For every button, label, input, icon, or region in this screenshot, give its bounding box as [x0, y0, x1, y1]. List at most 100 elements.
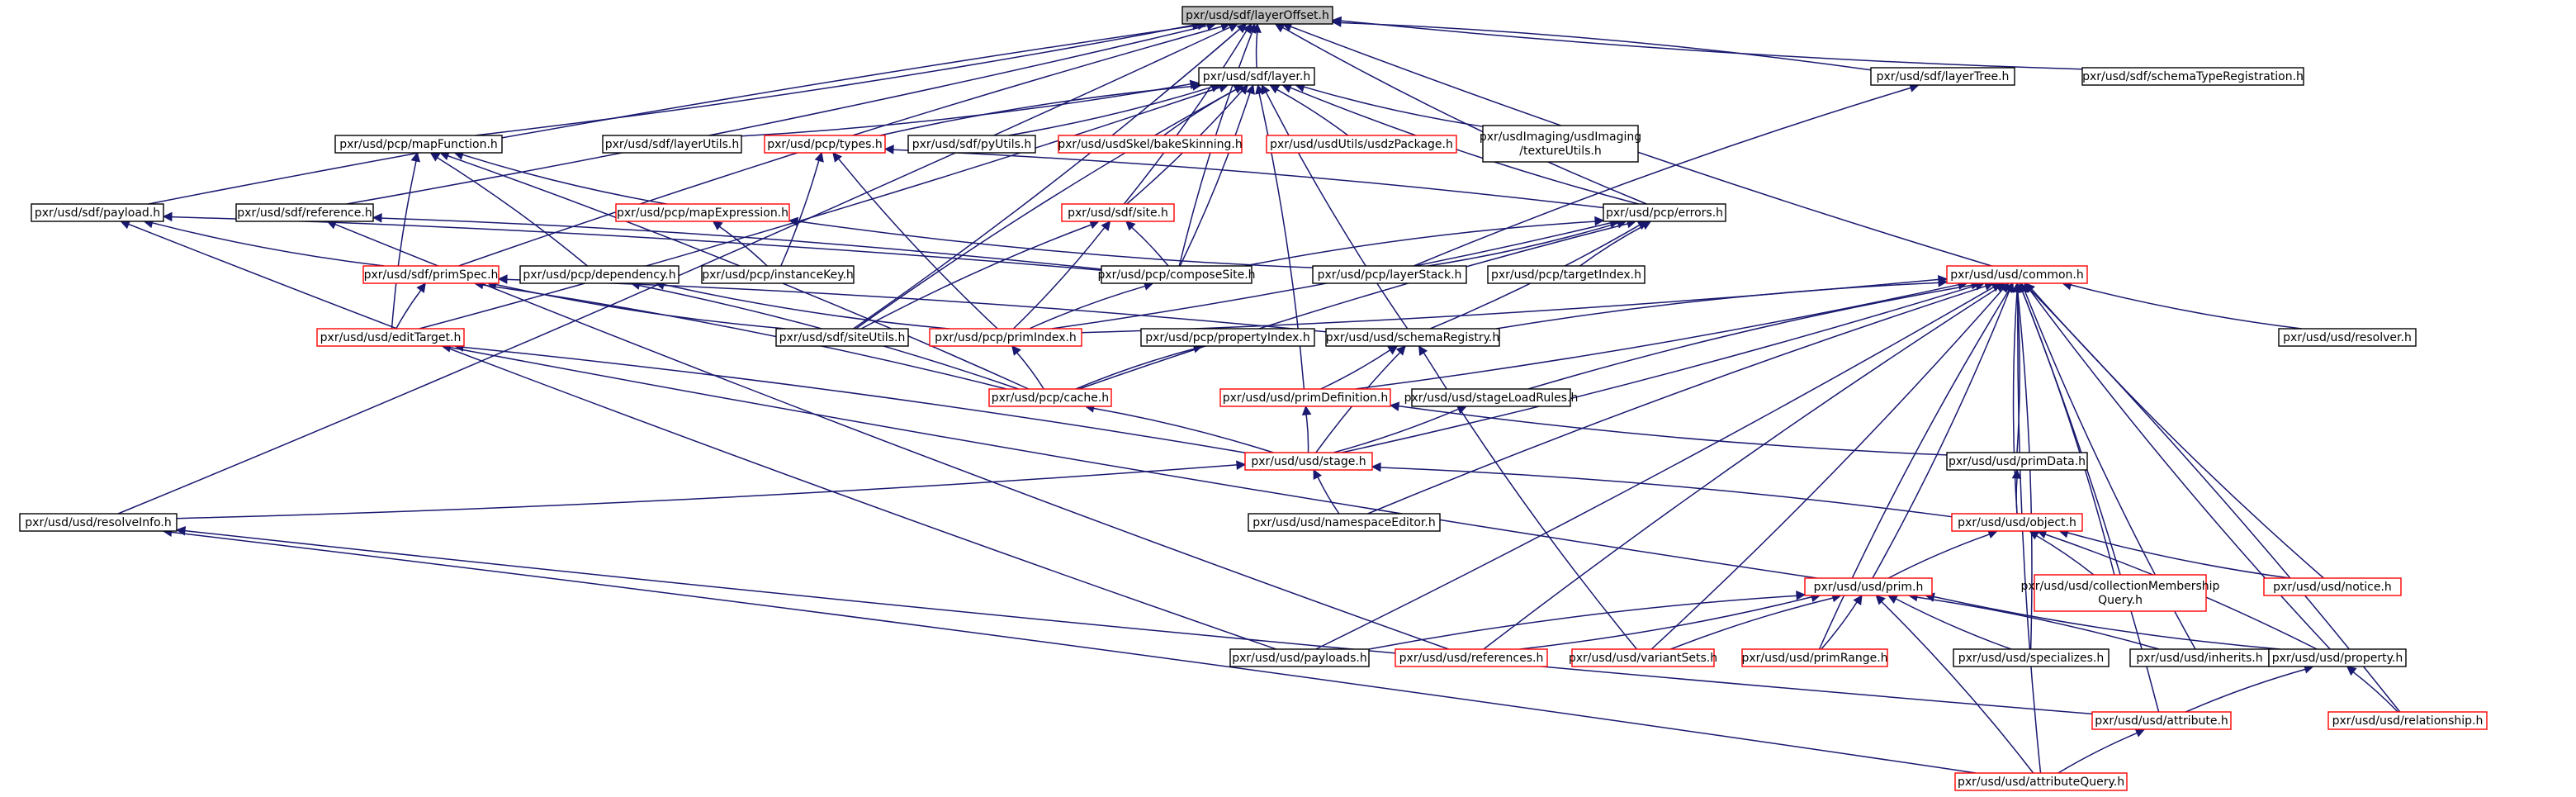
- node-box: [764, 135, 886, 154]
- graph-node-site[interactable]: pxr/usd/sdf/site.h: [1061, 203, 1175, 222]
- node-label: pxr/usd/usd/primDefinition.h: [1223, 391, 1388, 405]
- node-box: [1954, 772, 2128, 791]
- graph-node-payloads[interactable]: pxr/usd/usd/payloads.h: [1229, 648, 1370, 667]
- edge-line: [1527, 284, 1972, 390]
- node-label: pxr/usd/pcp/dependency.h: [523, 268, 675, 282]
- graph-node-instanceKey[interactable]: pxr/usd/pcp/instanceKey.h: [701, 265, 855, 284]
- dependency-edge-primIndex-to-site: [1012, 221, 1111, 330]
- graph-node-stage[interactable]: pxr/usd/usd/stage.h: [1244, 452, 1373, 471]
- edge-line: [1341, 284, 1977, 453]
- graph-node-resolver[interactable]: pxr/usd/usd/resolver.h: [2278, 328, 2417, 347]
- dependency-edge-attribute-to-common: [2018, 282, 2160, 713]
- node-box: [362, 265, 500, 284]
- graph-node-inherits[interactable]: pxr/usd/usd/inherits.h: [2129, 648, 2270, 667]
- node-box: [1603, 203, 1726, 222]
- edge-line: [2029, 289, 2331, 650]
- edge-arrowhead: [2004, 282, 2014, 293]
- node-box: [1244, 452, 1373, 471]
- node-label: pxr/usd/usd/common.h: [1950, 268, 2084, 282]
- graph-node-relationship[interactable]: pxr/usd/usd/relationship.h: [2327, 711, 2488, 730]
- edge-line: [495, 283, 786, 330]
- dependency-edge-prim-to-editTarget: [441, 343, 1817, 579]
- graph-node-attribute[interactable]: pxr/usd/usd/attribute.h: [2091, 711, 2232, 730]
- graph-node-composeSite[interactable]: pxr/usd/pcp/composeSite.h: [1097, 265, 1256, 284]
- edge-line: [1290, 26, 1992, 267]
- graph-node-mapExpression[interactable]: pxr/usd/pcp/mapExpression.h: [615, 203, 790, 222]
- edge-arrowhead: [1255, 83, 1265, 95]
- graph-node-primDefinition[interactable]: pxr/usd/usd/primDefinition.h: [1219, 388, 1391, 407]
- graph-node-reference[interactable]: pxr/usd/sdf/reference.h: [235, 203, 374, 222]
- node-box: [1312, 265, 1467, 284]
- graph-node-variantSets[interactable]: pxr/usd/usd/variantSets.h: [1569, 648, 1717, 667]
- graph-node-specializes[interactable]: pxr/usd/usd/specializes.h: [1953, 648, 2110, 667]
- edge-arrowhead: [162, 211, 173, 222]
- graph-node-references[interactable]: pxr/usd/usd/references.h: [1395, 648, 1548, 667]
- graph-node-primRange[interactable]: pxr/usd/usd/primRange.h: [1741, 648, 1888, 667]
- node-label: pxr/usd/pcp/mapExpression.h: [617, 206, 788, 220]
- graph-node-cache[interactable]: pxr/usd/pcp/cache.h: [988, 388, 1112, 407]
- graph-node-primSpec[interactable]: pxr/usd/sdf/primSpec.h: [362, 265, 500, 284]
- node-box: [2081, 67, 2304, 86]
- edge-line: [1881, 600, 2034, 774]
- node-layer: pxr/usd/sdf/layerOffset.hpxr/usd/sdf/lay…: [19, 6, 2488, 791]
- graph-node-namespaceEditor[interactable]: pxr/usd/usd/namespaceEditor.h: [1248, 513, 1441, 532]
- graph-node-pcpTypes[interactable]: pxr/usd/pcp/types.h: [764, 135, 886, 154]
- dependency-edge-prim-to-object: [1887, 529, 1998, 579]
- dependency-edge-primData-to-primDefinition: [1389, 401, 1948, 456]
- graph-node-notice[interactable]: pxr/usd/usd/notice.h: [2263, 577, 2402, 596]
- edge-line: [1029, 285, 1146, 330]
- dependency-edge-instanceKey-to-mapExpression: [712, 221, 768, 267]
- graph-node-errors[interactable]: pxr/usd/pcp/errors.h: [1603, 203, 1726, 222]
- node-box: [1395, 648, 1548, 667]
- edge-line: [482, 284, 1007, 390]
- edge-arrowhead: [1875, 595, 1886, 605]
- node-box: [1140, 328, 1315, 347]
- graph-node-attributeQuery[interactable]: pxr/usd/usd/attributeQuery.h: [1954, 772, 2128, 791]
- edge-line: [1483, 287, 1999, 650]
- graph-node-usdzPackage[interactable]: pxr/usd/usdUtils/usdzPackage.h: [1266, 135, 1457, 154]
- edge-arrowhead: [1999, 282, 2010, 293]
- graph-node-mapFunction[interactable]: pxr/usd/pcp/mapFunction.h: [334, 135, 503, 154]
- edge-arrowhead: [1395, 345, 1406, 356]
- graph-node-pyUtils[interactable]: pxr/usd/sdf/pyUtils.h: [907, 135, 1036, 154]
- node-box: [1229, 648, 1370, 667]
- edge-line: [1317, 477, 1340, 515]
- dependency-edge-variantSets-to-prim: [1670, 592, 1842, 650]
- graph-node-payload[interactable]: pxr/usd/sdf/payload.h: [31, 203, 164, 222]
- graph-node-textureUtils[interactable]: pxr/usdImaging/usdImaging/textureUtils.h: [1480, 125, 1641, 163]
- node-box: [1487, 265, 1646, 284]
- graph-node-primIndex[interactable]: pxr/usd/pcp/primIndex.h: [929, 328, 1082, 347]
- edge-arrowhead: [1236, 460, 1247, 470]
- graph-node-siteUtils[interactable]: pxr/usd/sdf/siteUtils.h: [775, 328, 909, 347]
- edge-line: [184, 529, 2093, 715]
- graph-node-dependency[interactable]: pxr/usd/pcp/dependency.h: [519, 265, 680, 284]
- node-box: [2091, 711, 2232, 730]
- graph-node-layerTree[interactable]: pxr/usd/sdf/layerTree.h: [1870, 67, 2015, 86]
- graph-node-layer[interactable]: pxr/usd/sdf/layer.h: [1198, 67, 1315, 86]
- graph-node-layerStack[interactable]: pxr/usd/pcp/layerStack.h: [1312, 265, 1467, 284]
- graph-node-layerUtils[interactable]: pxr/usd/sdf/layerUtils.h: [602, 135, 742, 154]
- edge-arrowhead: [788, 216, 799, 227]
- graph-node-common[interactable]: pxr/usd/usd/common.h: [1946, 265, 2088, 284]
- graph-node-property[interactable]: pxr/usd/usd/property.h: [2268, 648, 2407, 667]
- dependency-edge-composeSite-to-layer: [1179, 83, 1255, 267]
- graph-node-bakeSkinning[interactable]: pxr/usd/usdSkel/bakeSkinning.h: [1058, 135, 1243, 154]
- node-box: [1946, 265, 2088, 284]
- graph-node-propertyIndex[interactable]: pxr/usd/pcp/propertyIndex.h: [1140, 328, 1315, 347]
- graph-node-resolveInfo[interactable]: pxr/usd/usd/resolveInfo.h: [19, 513, 178, 532]
- node-box: [2327, 711, 2488, 730]
- node-label: pxr/usd/usd/references.h: [1399, 652, 1544, 665]
- node-box: [1266, 135, 1457, 154]
- graph-node-editTarget[interactable]: pxr/usd/usd/editTarget.h: [316, 328, 465, 347]
- graph-node-object[interactable]: pxr/usd/usd/object.h: [1951, 513, 2083, 532]
- graph-node-stageLoadRules[interactable]: pxr/usd/usd/stageLoadRules.h: [1404, 388, 1579, 407]
- graph-node-primData[interactable]: pxr/usd/usd/primData.h: [1946, 452, 2088, 471]
- graph-node-targetIndex[interactable]: pxr/usd/pcp/targetIndex.h: [1487, 265, 1646, 284]
- graph-node-schemaTypeReg[interactable]: pxr/usd/sdf/schemaTypeRegistration.h: [2081, 67, 2304, 86]
- graph-node-schemaRegistry[interactable]: pxr/usd/usd/schemaRegistry.h: [1325, 328, 1500, 347]
- edge-line: [1131, 226, 1169, 267]
- graph-node-prim[interactable]: pxr/usd/usd/prim.h: [1804, 577, 1933, 596]
- edge-arrowhead: [1938, 274, 1949, 285]
- edge-line: [1265, 92, 1409, 330]
